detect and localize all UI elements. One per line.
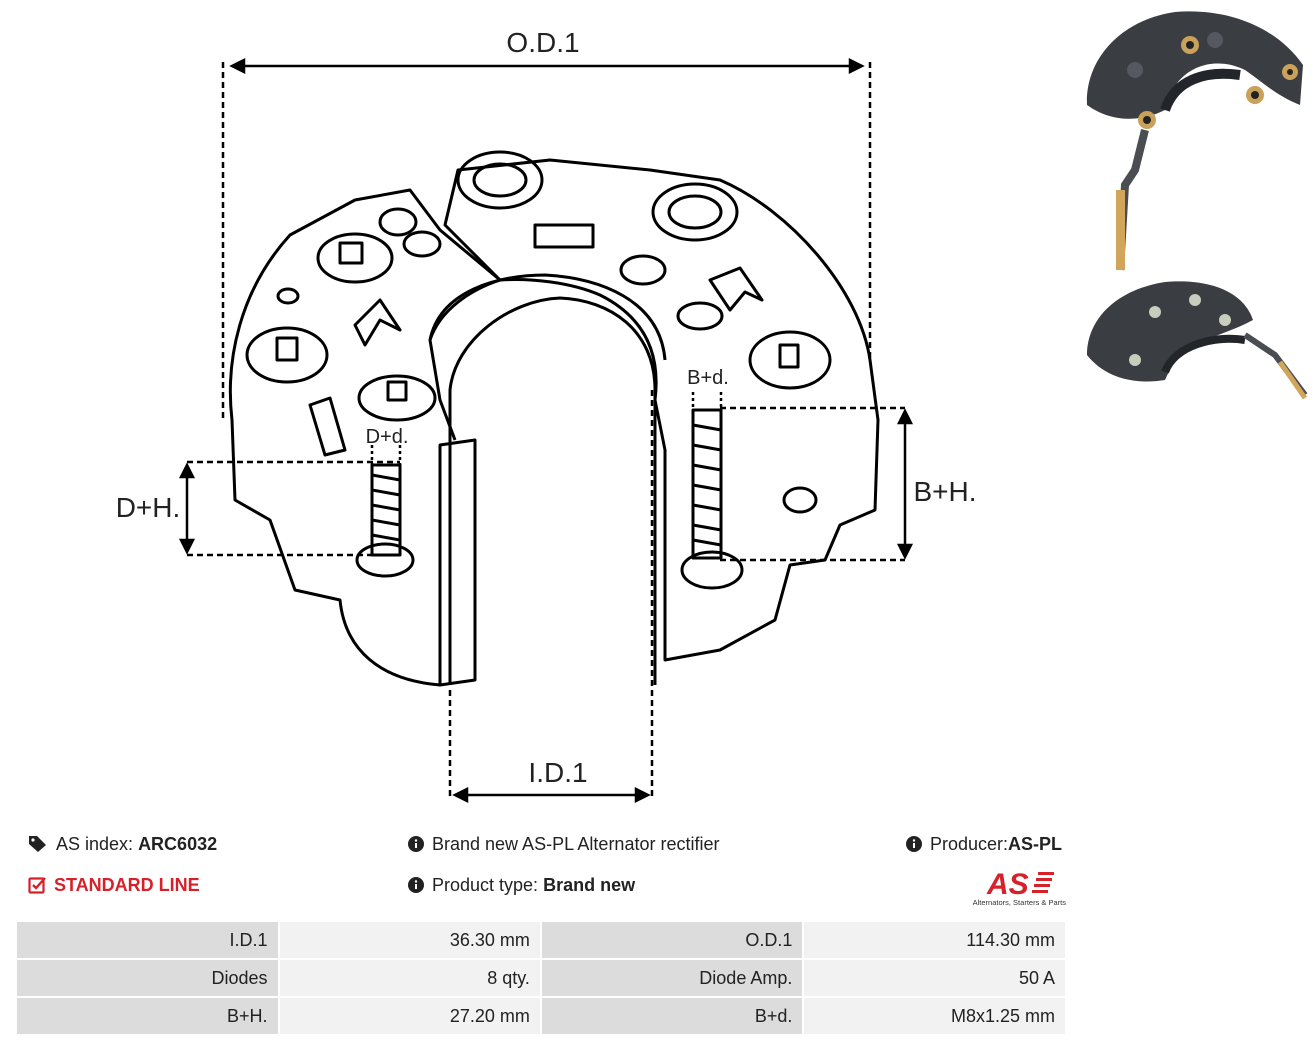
product-photo-bottom [1087, 281, 1308, 400]
spec-label: B+H. [15, 996, 280, 1036]
product-type-label: Product type: [432, 875, 539, 895]
product-type-value: Brand new [543, 875, 636, 895]
standard-line-label: STANDARD LINE [54, 875, 200, 895]
spec-label: Diode Amp. [539, 958, 805, 998]
logo-mark: AS [986, 868, 1029, 901]
as-index-value: ARC6032 [138, 834, 218, 854]
specs-table: I.D.1 36.30 mm O.D.1 114.30 mm Diodes 8 … [15, 920, 1067, 1036]
as-index-row: AS index: ARC6032 [28, 833, 217, 855]
id-label: I.D.1 [528, 757, 587, 788]
product-type-row: Product type: Brand new [408, 874, 635, 896]
table-row: I.D.1 36.30 mm O.D.1 114.30 mm [15, 920, 1067, 960]
table-row: B+H. 27.20 mm B+d. M8x1.25 mm [15, 996, 1067, 1036]
bd-label: B+d. [687, 367, 729, 389]
od-label: O.D.1 [506, 27, 579, 58]
product-photo-top [1086, 11, 1303, 271]
spec-label: B+d. [539, 996, 805, 1036]
info-icon [408, 836, 424, 852]
dh-label: D+H. [116, 492, 181, 523]
product-photos [1086, 11, 1308, 400]
bh-label: B+H. [913, 476, 976, 507]
as-index-label: AS index: [56, 834, 134, 854]
spec-value: 36.30 mm [277, 920, 542, 960]
technical-drawing: O.D.1 I.D.1 D+H. B+H. D+d. B+d. [116, 27, 977, 804]
rectifier-outline [438, 438, 477, 687]
info-icon [408, 877, 424, 893]
spec-value: 114.30 mm [802, 920, 1067, 960]
logo-tagline: Alternators, Starters & Parts [973, 898, 1067, 907]
producer-label: Producer: [930, 834, 1009, 854]
spec-value: 50 A [802, 958, 1067, 998]
as-pl-logo: AS Alternators, Starters & Parts [962, 864, 1068, 908]
description-text: Brand new AS-PL Alternator rectifier [432, 834, 720, 854]
producer-row: Producer: AS-PL [906, 833, 1062, 855]
spec-label: O.D.1 [539, 920, 805, 960]
tag-icon [28, 835, 48, 853]
standard-line-row: STANDARD LINE [28, 874, 200, 896]
description-row: Brand new AS-PL Alternator rectifier [408, 833, 719, 855]
dd-label: D+d. [366, 426, 409, 448]
producer-value: AS-PL [1008, 834, 1063, 854]
spec-label: I.D.1 [15, 920, 280, 960]
spec-value: M8x1.25 mm [802, 996, 1067, 1036]
spec-value: 27.20 mm [277, 996, 542, 1036]
info-icon [906, 836, 922, 852]
table-row: Diodes 8 qty. Diode Amp. 50 A [15, 958, 1067, 998]
spec-value: 8 qty. [277, 958, 542, 998]
checkbox-icon [28, 876, 46, 894]
spec-label: Diodes [15, 958, 280, 998]
